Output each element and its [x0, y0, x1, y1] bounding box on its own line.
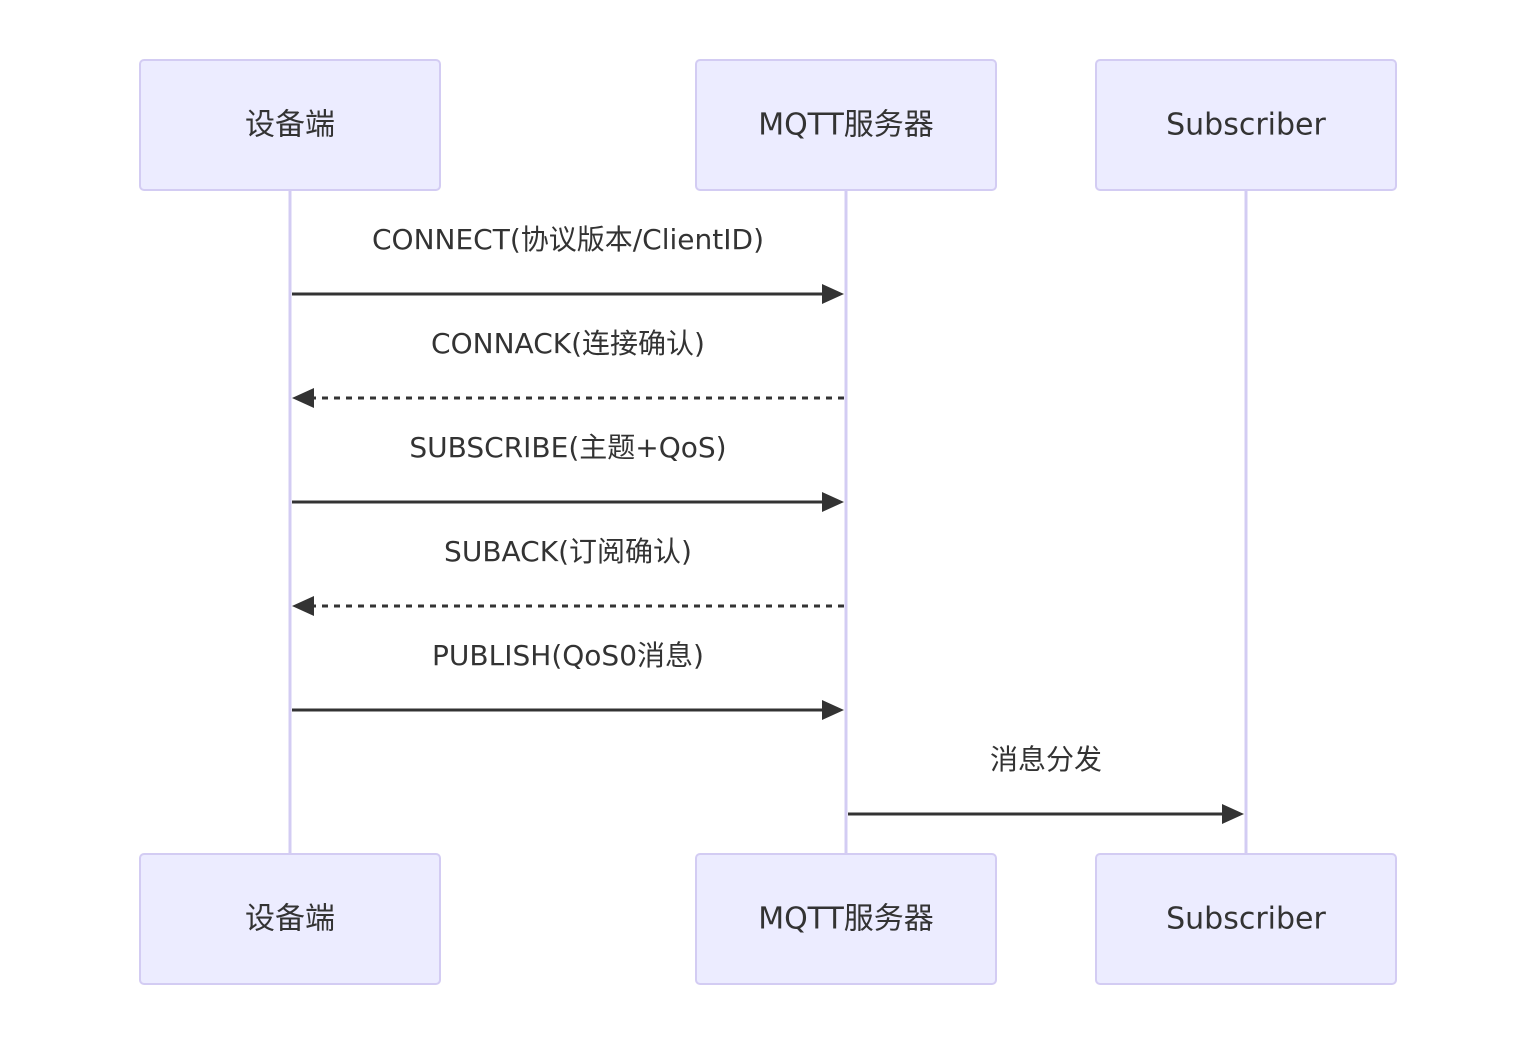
- actor-top-device: 设备端: [139, 59, 441, 191]
- actor-bottom-broker: MQTT服务器: [695, 853, 997, 985]
- arrowhead: [292, 596, 314, 616]
- arrowhead: [1222, 804, 1244, 824]
- message-4: SUBACK(订阅确认): [292, 535, 844, 616]
- actor-box: [1095, 853, 1397, 985]
- message-label: 消息分发: [990, 743, 1102, 776]
- message-6: 消息分发: [848, 743, 1244, 824]
- message-label: CONNECT(协议版本/ClientID): [372, 223, 764, 256]
- arrowhead: [292, 388, 314, 408]
- message-label: SUBACK(订阅确认): [444, 535, 692, 568]
- actor-top-broker: MQTT服务器: [695, 59, 997, 191]
- actor-bottom-subscriber: Subscriber: [1095, 853, 1397, 985]
- lifelines: [288, 190, 1248, 854]
- message-label: PUBLISH(QoS0消息): [432, 639, 704, 672]
- arrowhead: [822, 492, 844, 512]
- message-label: SUBSCRIBE(主题+QoS): [409, 431, 726, 464]
- actor-bottom-device: 设备端: [139, 853, 441, 985]
- actors-top: 设备端 MQTT服务器 Subscriber: [139, 59, 1397, 191]
- message-2: CONNACK(连接确认): [292, 327, 844, 408]
- message-5: PUBLISH(QoS0消息): [292, 639, 844, 720]
- actor-label: Subscriber: [1166, 108, 1326, 143]
- actor-label: 设备端: [245, 108, 335, 143]
- arrowhead: [822, 284, 844, 304]
- actor-box: [139, 853, 441, 985]
- message-1: CONNECT(协议版本/ClientID): [292, 223, 844, 304]
- actor-label: 设备端: [245, 902, 335, 937]
- actor-label: MQTT服务器: [758, 902, 934, 937]
- actor-top-subscriber: Subscriber: [1095, 59, 1397, 191]
- actor-box: [695, 59, 997, 191]
- message-3: SUBSCRIBE(主题+QoS): [292, 431, 844, 512]
- message-label: CONNACK(连接确认): [431, 327, 705, 360]
- actor-box: [695, 853, 997, 985]
- actors-bottom: 设备端 MQTT服务器 Subscriber: [139, 853, 1397, 985]
- messages: CONNECT(协议版本/ClientID) CONNACK(连接确认) SUBSC…: [292, 223, 1244, 824]
- actor-box: [1095, 59, 1397, 191]
- arrowhead: [822, 700, 844, 720]
- actor-box: [139, 59, 441, 191]
- actor-label: Subscriber: [1166, 902, 1326, 937]
- actor-label: MQTT服务器: [758, 108, 934, 143]
